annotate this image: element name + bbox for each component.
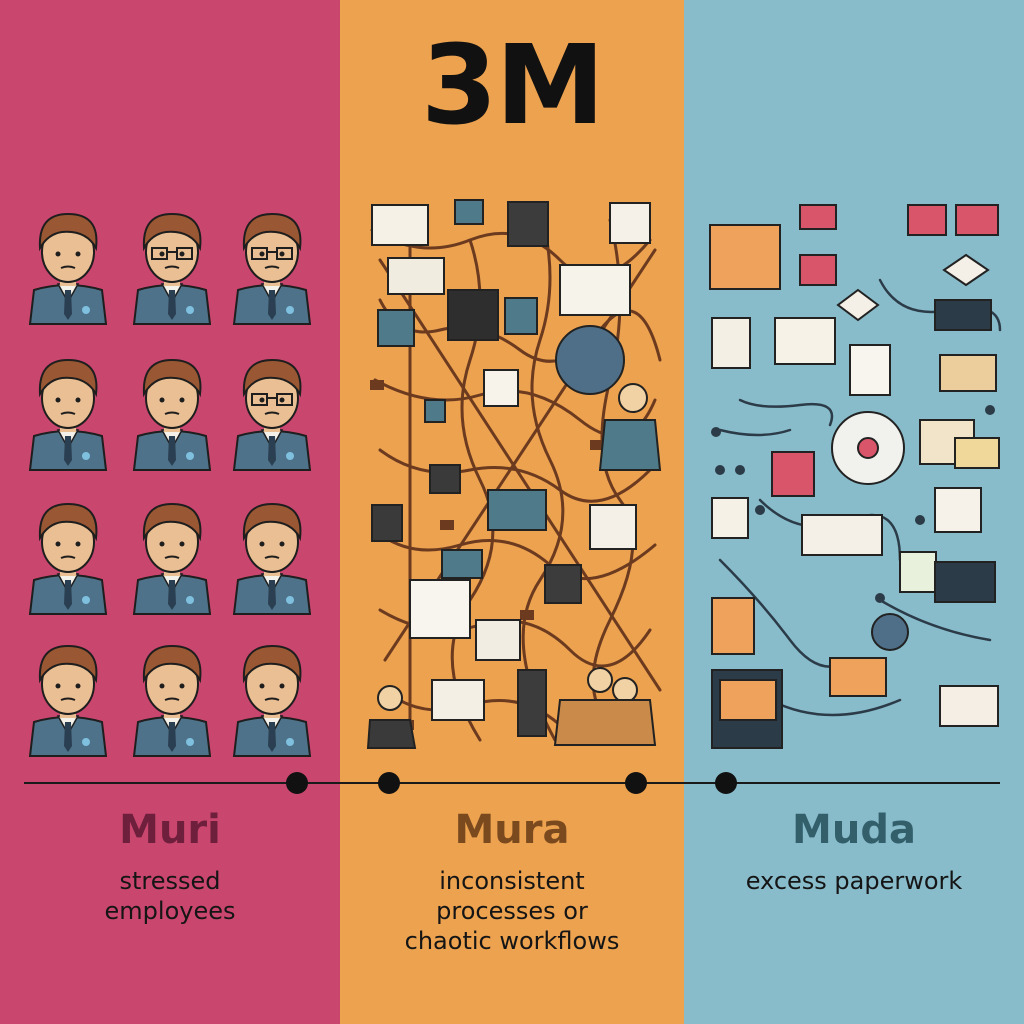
- employee-icon: [132, 358, 212, 471]
- muda-title: Muda: [792, 807, 916, 853]
- timeline-dot: [378, 772, 400, 794]
- employee-icon: [28, 644, 108, 757]
- employee-icon: [232, 358, 312, 471]
- employee-icon: [28, 358, 108, 471]
- employee-grid: [28, 212, 312, 757]
- employee-icon: [232, 212, 312, 325]
- chaotic-workflow-illustration: [366, 199, 662, 749]
- main-title: 3M: [420, 21, 605, 149]
- muri-description: stressed employees: [104, 867, 236, 925]
- employee-icon: [232, 502, 312, 615]
- mura-description: inconsistent processes or chaotic workfl…: [404, 867, 620, 955]
- timeline-dot: [625, 772, 647, 794]
- employee-icon: [132, 502, 212, 615]
- mura-title: Mura: [454, 807, 570, 853]
- timeline-dot: [286, 772, 308, 794]
- paperwork-clutter-illustration: [709, 204, 1002, 749]
- muri-title: Muri: [119, 807, 221, 853]
- employee-icon: [28, 212, 108, 325]
- muda-description: excess paperwork: [745, 867, 963, 895]
- employee-icon: [132, 644, 212, 757]
- timeline-dot: [715, 772, 737, 794]
- timeline-line: [24, 782, 1000, 784]
- employee-icon: [132, 212, 212, 325]
- employee-icon: [28, 502, 108, 615]
- employee-icon: [232, 644, 312, 757]
